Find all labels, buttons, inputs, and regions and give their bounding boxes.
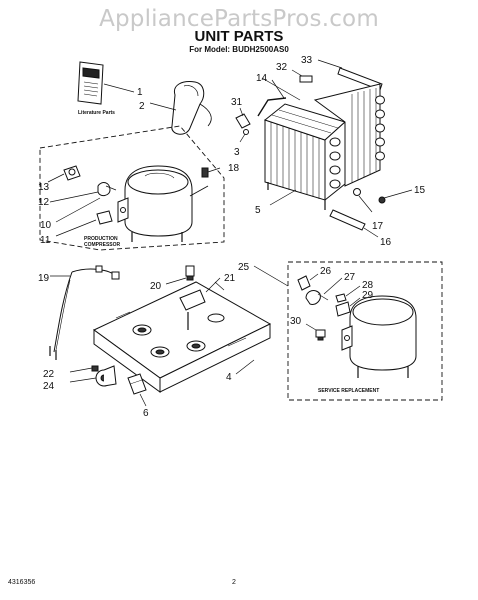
base-pan — [93, 277, 272, 393]
mounting-bracket — [235, 107, 251, 143]
cover-29 — [335, 297, 361, 317]
callout-2: 2 — [139, 101, 145, 112]
callout-32: 32 — [276, 62, 288, 73]
filter-drier — [353, 188, 373, 213]
production-compressor — [117, 165, 209, 242]
callout-13: 13 — [38, 182, 50, 193]
callout-31: 31 — [231, 97, 243, 108]
callout-20: 20 — [150, 281, 162, 292]
overload-26 — [297, 273, 319, 291]
wire-harness — [49, 265, 120, 360]
callout-15: 15 — [414, 185, 426, 196]
relay-27 — [305, 277, 343, 305]
capillary-tube — [257, 79, 287, 117]
callout-33: 33 — [301, 55, 313, 66]
callout-12: 12 — [38, 197, 50, 208]
terminal-cover — [55, 210, 113, 237]
callout-29: 29 — [362, 290, 374, 301]
footer-page-number: 2 — [232, 579, 236, 586]
model-subtitle: For Model: BUDH2500AS0 — [189, 45, 289, 54]
compressor-insulation-wrap — [149, 81, 212, 135]
literature-parts-booklet — [77, 61, 135, 105]
callout-30: 30 — [290, 316, 302, 327]
callout-27: 27 — [344, 272, 356, 283]
condenser-coil — [261, 77, 385, 187]
callout-24: 24 — [43, 381, 55, 392]
overload-protector — [47, 165, 81, 183]
callout-6: 6 — [143, 408, 149, 419]
screw-part — [378, 189, 413, 204]
callout-4: 4 — [226, 372, 232, 383]
callout-25: 25 — [238, 262, 250, 273]
production-compressor-box — [39, 125, 225, 251]
production-caption-line2: COMPRESSOR — [84, 242, 121, 248]
callout-14: 14 — [256, 73, 268, 84]
clip-part — [291, 69, 313, 83]
callout-22: 22 — [43, 369, 55, 380]
callout-3: 3 — [234, 147, 240, 158]
evaporator-coil — [263, 103, 346, 210]
page-title: UNIT PARTS — [194, 28, 284, 45]
callout-26: 26 — [320, 266, 332, 277]
callout-21: 21 — [224, 273, 236, 284]
screw-22 — [69, 365, 99, 373]
callout-10: 10 — [40, 220, 52, 231]
grommet-20 — [165, 265, 195, 285]
grommet-18 — [201, 167, 221, 178]
callout-5: 5 — [255, 205, 261, 216]
bottom-gasket-strip — [329, 209, 379, 238]
callout-16: 16 — [380, 237, 392, 248]
drain-plug — [127, 373, 147, 407]
callout-11: 11 — [40, 235, 51, 246]
callout-18: 18 — [228, 163, 240, 174]
caster-wheel — [69, 365, 117, 387]
service-replacement-box — [253, 261, 443, 401]
service-caption: SERVICE REPLACEMENT — [318, 388, 379, 394]
production-caption-line1: PRODUCTION — [84, 236, 118, 242]
callout-17: 17 — [372, 221, 384, 232]
callout-19: 19 — [38, 273, 50, 284]
terminal-30 — [305, 323, 326, 341]
callout-28: 28 — [362, 280, 374, 291]
watermark: AppliancePartsPros.com — [99, 6, 379, 32]
relay-part — [49, 182, 117, 203]
footer-part-number: 4316356 — [8, 579, 36, 586]
clip-28 — [335, 285, 361, 303]
callout-1: 1 — [137, 87, 143, 98]
service-compressor — [341, 295, 417, 378]
literature-caption: Literature Parts — [78, 110, 115, 116]
